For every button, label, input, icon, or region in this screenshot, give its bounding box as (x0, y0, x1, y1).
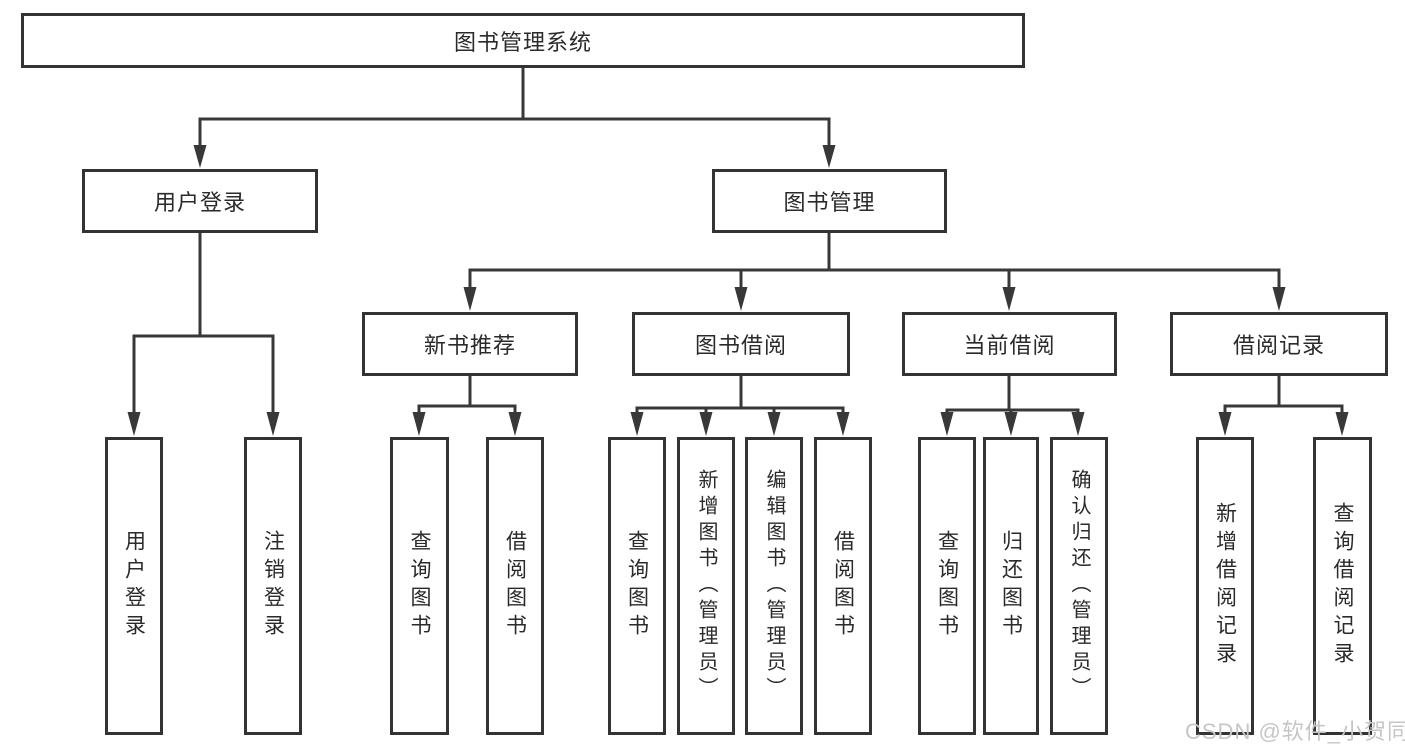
node-borrowing-records-label: 借阅记录 (1232, 333, 1325, 358)
node-user-login-label: 用户登录 (153, 190, 246, 215)
leaf-logout-label: 注销登录 (261, 530, 285, 642)
connector-root-to-level2 (193, 68, 836, 168)
node-current-borrowing: 当前借阅 (902, 312, 1117, 376)
leaf-edit-book-admin: 编辑图书（管理员） (745, 437, 803, 735)
node-book-borrowing: 图书借阅 (632, 312, 850, 376)
leaf-confirm-return-admin-label: 确认归还（管理员） (1068, 469, 1090, 703)
connector-book-borrowing-children (630, 376, 850, 436)
connector-borrowing-records-children (1218, 376, 1349, 436)
leaf-query-books-3: 查询图书 (918, 437, 976, 735)
leaf-borrow-books-2-label: 借阅图书 (831, 530, 855, 642)
node-root-system: 图书管理系统 (21, 13, 1025, 68)
leaf-return-books: 归还图书 (983, 437, 1039, 735)
node-new-book-recommendation-label: 新书推荐 (423, 333, 516, 358)
leaf-query-borrow-record-label: 查询借阅记录 (1331, 502, 1354, 670)
leaf-query-books-2: 查询图书 (608, 437, 666, 735)
leaf-return-books-label: 归还图书 (999, 530, 1023, 642)
leaf-add-borrow-record-label: 新增借阅记录 (1213, 502, 1237, 670)
connector-new-book-children (412, 376, 522, 436)
node-book-borrowing-label: 图书借阅 (694, 333, 787, 358)
leaf-borrow-books-1: 借阅图书 (486, 437, 544, 735)
leaf-query-books-3-label: 查询图书 (935, 530, 959, 642)
leaf-edit-book-admin-label: 编辑图书（管理员） (763, 469, 785, 703)
leaf-add-book-admin: 新增图书（管理员） (677, 437, 735, 735)
connector-user-login-children (127, 233, 280, 436)
leaf-query-books-1: 查询图书 (390, 437, 449, 735)
connector-current-borrowing-children (940, 376, 1085, 436)
leaf-add-borrow-record: 新增借阅记录 (1196, 437, 1254, 735)
node-borrowing-records: 借阅记录 (1170, 312, 1388, 376)
leaf-query-borrow-record: 查询借阅记录 (1313, 437, 1372, 735)
node-user-login: 用户登录 (82, 169, 318, 233)
leaf-query-books-2-label: 查询图书 (625, 530, 649, 642)
node-current-borrowing-label: 当前借阅 (963, 333, 1056, 358)
node-new-book-recommendation: 新书推荐 (362, 312, 578, 376)
leaf-add-book-admin-label: 新增图书（管理员） (695, 469, 717, 703)
leaf-logout: 注销登录 (244, 437, 302, 735)
leaf-confirm-return-admin: 确认归还（管理员） (1050, 437, 1108, 735)
leaf-user-login-label: 用户登录 (122, 530, 146, 642)
leaf-borrow-books-1-label: 借阅图书 (503, 530, 527, 642)
leaf-user-login: 用户登录 (105, 437, 163, 735)
node-root-label: 图书管理系统 (453, 29, 592, 55)
connector-book-management-children (463, 233, 1286, 311)
node-book-management: 图书管理 (712, 169, 947, 233)
watermark: CSDN @软件_小贺同学 (1185, 719, 1405, 744)
node-book-management-label: 图书管理 (783, 190, 876, 215)
leaf-borrow-books-2: 借阅图书 (814, 437, 872, 735)
leaf-query-books-1-label: 查询图书 (408, 530, 431, 642)
